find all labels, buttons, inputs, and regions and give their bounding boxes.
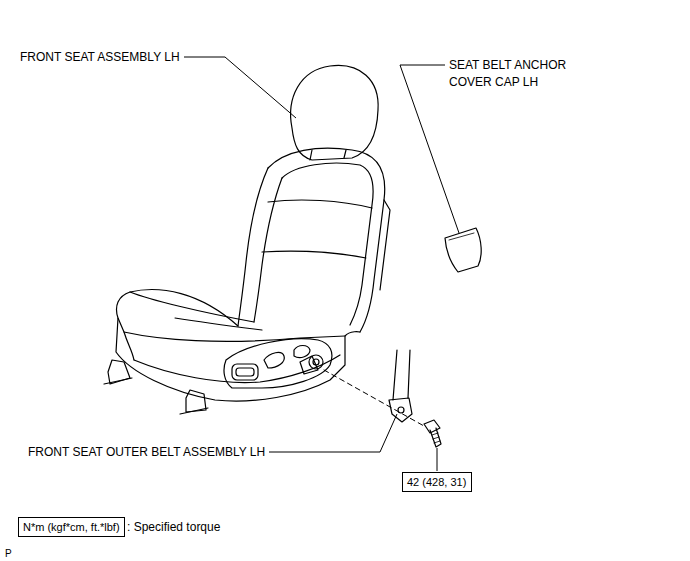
leader-line bbox=[437, 448, 438, 471]
box-text: N*m (kgf*cm, ft.*lbf) bbox=[23, 520, 120, 534]
box-text: 42 (428, 31) bbox=[407, 475, 467, 489]
part-name: FRONT SEAT ASSEMBLY LH bbox=[20, 49, 180, 66]
leader-line bbox=[400, 65, 459, 233]
torque-box: 42 (428, 31) bbox=[402, 472, 472, 492]
legend-text: : Specified torque bbox=[127, 519, 220, 536]
part-name: FRONT SEAT OUTER BELT ASSEMBLY LH bbox=[28, 444, 265, 461]
leader-line bbox=[184, 57, 296, 118]
figure-code: P bbox=[5, 545, 12, 561]
torque-unit-box: N*m (kgf*cm, ft.*lbf) bbox=[18, 517, 125, 537]
leader-line bbox=[269, 414, 397, 452]
part-name: SEAT BELT ANCHOR COVER CAP LH bbox=[449, 57, 599, 91]
